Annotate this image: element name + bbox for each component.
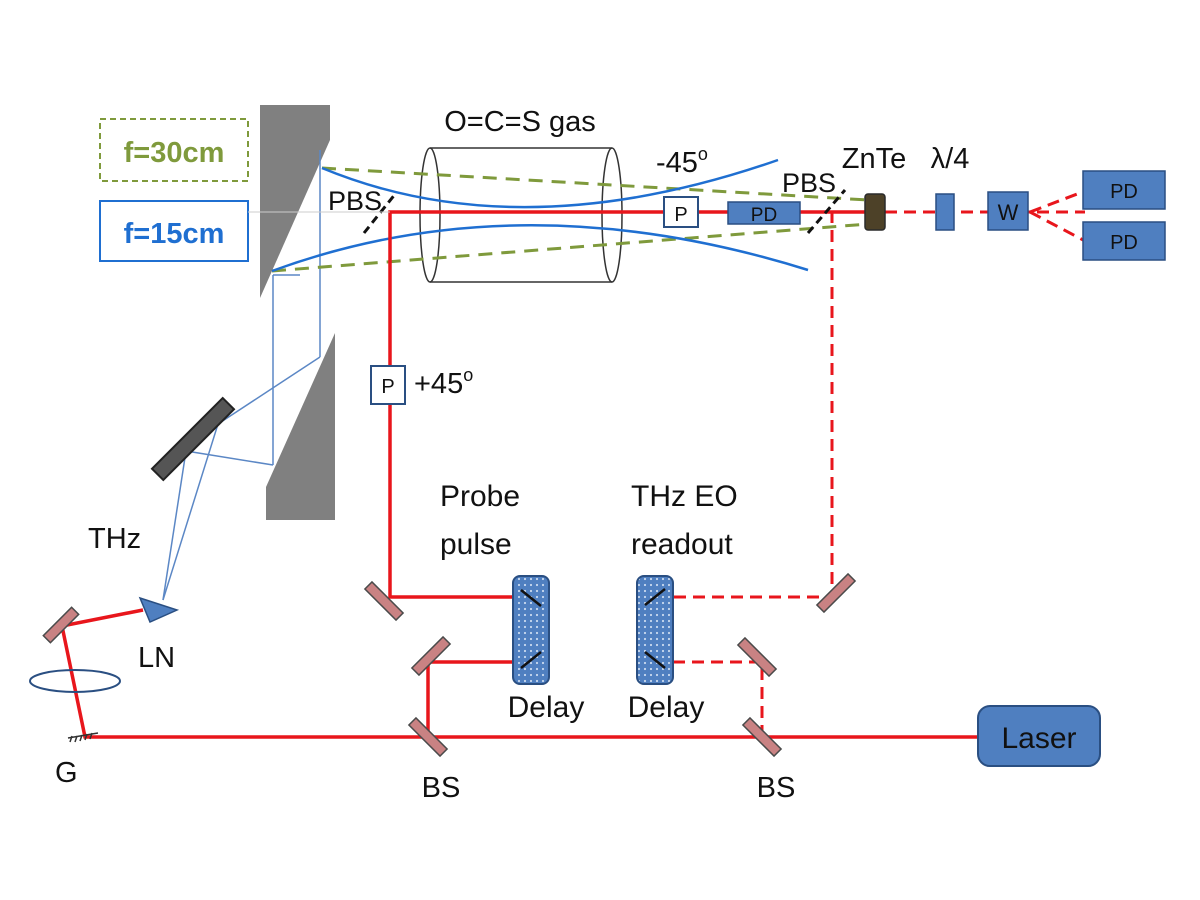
mirror-thz: [150, 396, 236, 482]
probe-pulse-label-1: Probe: [440, 480, 520, 513]
polarizer-left-label: P: [381, 376, 394, 398]
plus45-value: +45: [414, 368, 463, 400]
photodiode-bottom: [1082, 221, 1166, 261]
grating: [67, 732, 99, 743]
mirrors: [42, 572, 857, 758]
bs-left-label: BS: [422, 772, 461, 804]
mirror-probe: [363, 580, 405, 622]
gas-cell: [419, 147, 623, 283]
laser-beam-dashed: [653, 189, 1086, 737]
laser-source: [977, 705, 1101, 767]
pbs-left-splitter: [362, 192, 398, 234]
pbs-right-label: PBS: [782, 168, 836, 198]
parabolic-mirror-lower: [266, 333, 335, 520]
lens: [29, 669, 121, 693]
quarter-wave-label: λ/4: [931, 143, 970, 175]
legend-f30-box: [99, 118, 249, 182]
mirror-readout-right: [736, 636, 778, 678]
gas-label: O=C=S gas: [444, 106, 596, 138]
mirror-bs-right: [741, 716, 783, 758]
pbs-left-label: PBS: [328, 186, 382, 216]
znte-label: ZnTe: [842, 143, 906, 175]
wollaston-label: W: [998, 200, 1019, 225]
thz-eo-label-2: readout: [631, 528, 733, 561]
minus45-degree: o: [698, 144, 708, 164]
thz-eo-label-1: THz EO: [631, 480, 738, 513]
thz-label: THz: [88, 523, 141, 555]
legend-f30-label: f=30cm: [124, 137, 225, 169]
delay-stage-left: [512, 575, 550, 685]
probe-pulse-label-2: pulse: [440, 528, 512, 561]
thz-beam: [162, 150, 321, 601]
ln-crystal: [138, 596, 180, 623]
ln-label: LN: [138, 642, 175, 674]
plus45-label: +45o: [414, 365, 473, 400]
focus-envelope-30cm: [271, 166, 869, 273]
photodiode-inline-label: PD: [751, 205, 777, 226]
parabolic-mirror-upper: [260, 105, 330, 298]
minus45-label: -45o: [656, 144, 708, 179]
polarizer-top-label: P: [674, 204, 687, 226]
mirror-readout-upper: [815, 572, 857, 614]
photodiode-bottom-label: PD: [1110, 232, 1138, 254]
wollaston-prism: [987, 191, 1029, 231]
legend-f15-label: f=15cm: [124, 218, 225, 250]
photodiode-top-label: PD: [1110, 181, 1138, 203]
photodiode-inline: [727, 201, 801, 225]
photodiode-top: [1082, 170, 1166, 210]
mirror-bs-left: [407, 716, 449, 758]
delay-left-label: Delay: [508, 691, 585, 724]
focus-envelope-15cm: [271, 158, 809, 273]
laser-label: Laser: [1001, 722, 1076, 755]
polarizer-left: [370, 365, 406, 405]
bs-right-label: BS: [757, 772, 796, 804]
mirror-pickoff: [410, 635, 452, 677]
minus45-value: -45: [656, 147, 698, 179]
polarizer-top: [663, 196, 699, 228]
legend-f15-box: [99, 200, 249, 262]
znte-crystal: [864, 193, 886, 231]
plus45-degree: o: [463, 365, 473, 385]
delay-stage-right: [636, 575, 674, 685]
g-label: G: [55, 757, 78, 789]
quarter-wave-plate: [935, 193, 955, 231]
pbs-right-splitter: [806, 189, 847, 234]
delay-right-label: Delay: [628, 691, 705, 724]
mirror-ln: [42, 606, 80, 644]
